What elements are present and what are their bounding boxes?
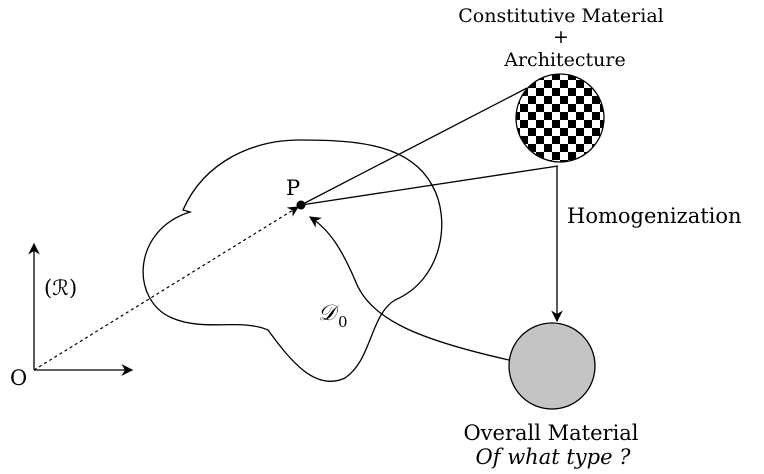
overall-material-label: Overall Material <box>463 421 638 445</box>
frame-label: (ℛ) <box>44 276 77 300</box>
zoom-line-upper <box>300 87 528 206</box>
constitutive-material-label: Constitutive Material <box>458 5 664 27</box>
overall-material-circle <box>508 322 596 410</box>
position-vector <box>33 206 299 371</box>
microstructure-circle <box>515 73 605 163</box>
return-arrow <box>309 216 510 361</box>
homogenization-label: Homogenization <box>567 204 742 228</box>
microstructure-checker <box>516 74 604 162</box>
domain-label: 𝒟 <box>318 301 340 326</box>
domain-boundary <box>142 139 443 383</box>
zoom-line-lower <box>300 165 559 206</box>
point-p-label: P <box>286 176 300 200</box>
type-question-label: Of what type ? <box>476 445 632 469</box>
origin-label: O <box>10 366 27 390</box>
constitutive-plus-label: + <box>553 26 569 48</box>
architecture-label: Architecture <box>503 49 625 71</box>
domain-subscript: 0 <box>338 313 348 331</box>
